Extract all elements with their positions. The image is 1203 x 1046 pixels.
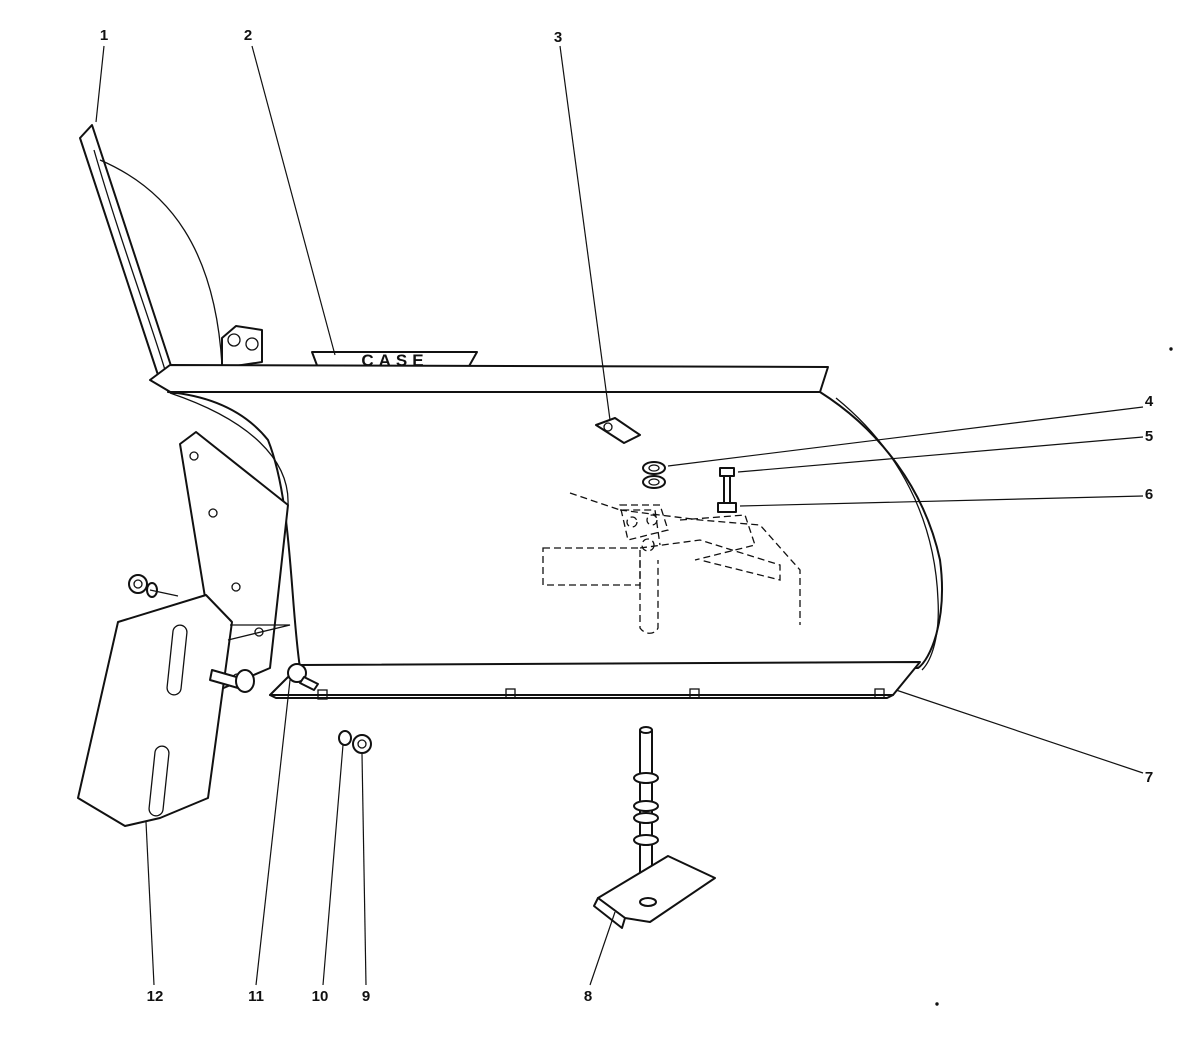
side-deflector-part-1	[79, 124, 223, 379]
callout-1: 1	[100, 27, 108, 44]
callout-12: 12	[147, 988, 164, 1005]
callout-6: 6	[1145, 486, 1153, 503]
nut-part-6	[717, 502, 737, 513]
cutting-edge-part-7	[269, 661, 921, 700]
callout-4: 4	[1145, 393, 1154, 410]
callout-2: 2	[244, 27, 252, 44]
callout-7: 7	[1145, 769, 1153, 786]
callout-10: 10	[312, 988, 329, 1005]
runner-part-8	[593, 726, 716, 929]
callout-3: 3	[554, 29, 562, 46]
blade-body	[149, 364, 943, 671]
hidden-mounting-bracket	[542, 492, 801, 634]
nut-part-9	[352, 734, 372, 754]
washers-part-4	[642, 461, 666, 489]
lock-washer-part-10	[338, 730, 352, 746]
skid-hardware	[128, 574, 291, 693]
callout-9: 9	[362, 988, 370, 1005]
callout-labels: 1 2 3 4 5 6 7 8 9 10 11 12	[100, 27, 1154, 1005]
callout-11: 11	[248, 988, 264, 1005]
carriage-bolt-part-11	[287, 663, 319, 691]
callout-8: 8	[584, 988, 592, 1005]
skid-shoe-part-12	[77, 594, 233, 827]
callout-5: 5	[1145, 428, 1153, 445]
hitch-bracket	[221, 325, 263, 369]
leader-lines	[95, 45, 1144, 986]
clip-part-3	[595, 417, 641, 444]
